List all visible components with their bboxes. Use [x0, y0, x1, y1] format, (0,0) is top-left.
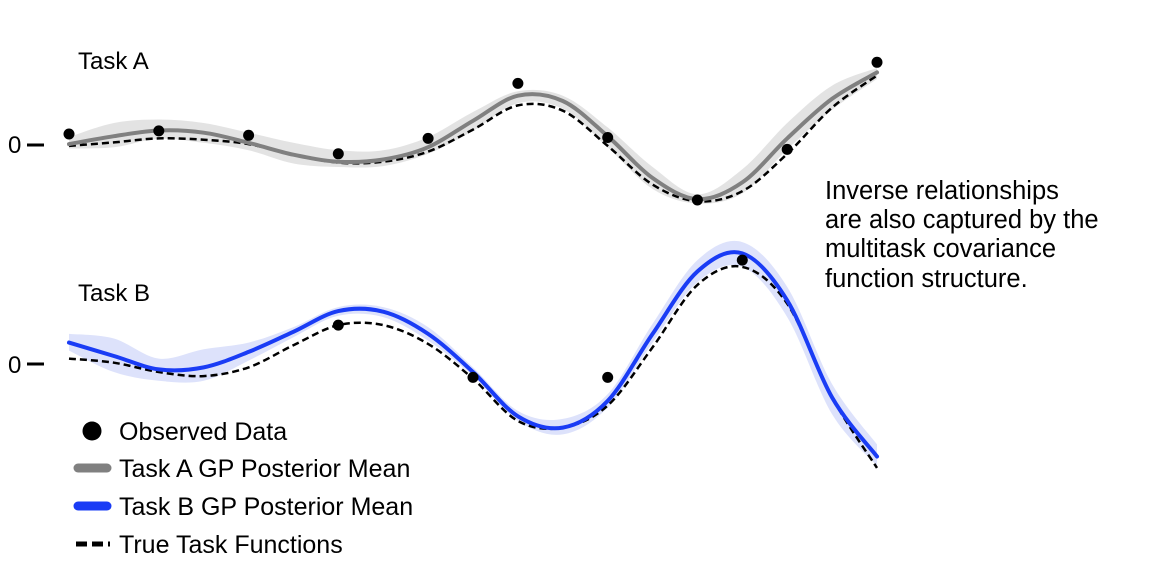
- task-b-posterior-mean-line: [67, 250, 879, 459]
- task-a-zero-tick-label: 0: [8, 132, 21, 159]
- legend-true-function-label: True Task Functions: [119, 531, 343, 559]
- task-b-observed-point: [602, 371, 614, 383]
- task-b-true-function-line: [68, 264, 879, 469]
- task-a-posterior-mean-line: [67, 70, 879, 202]
- annotation: Inverse relationships are also captured …: [825, 177, 1099, 293]
- task-a-observed-point: [512, 77, 524, 89]
- task-a-panel: Task A 0: [8, 48, 883, 206]
- legend-task-a-mean-label: Task A GP Posterior Mean: [119, 455, 410, 483]
- task-a-observed-point: [602, 132, 614, 143]
- legend-observed-label: Observed Data: [119, 418, 287, 446]
- annotation-line-4: function structure.: [825, 265, 1028, 293]
- task-a-title: Task A: [78, 48, 149, 75]
- task-a-observed-point: [781, 143, 793, 155]
- task-a-observed-point: [332, 148, 344, 160]
- task-b-observed-point: [332, 319, 344, 331]
- task-a-observed-point: [691, 194, 703, 206]
- task-a-observed-point: [153, 125, 165, 137]
- annotation-line-2: are also captured by the: [825, 206, 1099, 234]
- task-a-plot-area: [63, 56, 883, 206]
- task-b-title: Task B: [78, 280, 150, 307]
- task-b-zero-tick-label: 0: [8, 352, 21, 379]
- task-a-observed-point: [422, 132, 434, 144]
- task-b-panel: Task B 0: [8, 240, 879, 469]
- task-a-observed-point: [871, 56, 883, 68]
- legend-task-b-mean-label: Task B GP Posterior Mean: [119, 493, 413, 521]
- task-b-plot-area: [67, 240, 879, 469]
- task-a-confidence-band: [69, 68, 877, 204]
- annotation-line-3: multitask covariance: [825, 235, 1056, 263]
- legend-observed-marker: [82, 421, 102, 441]
- task-a-observed-point: [63, 128, 75, 140]
- task-b-observed-point: [467, 371, 479, 383]
- annotation-line-1: Inverse relationships: [825, 177, 1059, 205]
- legend: Observed Data Task A GP Posterior Mean T…: [73, 418, 413, 559]
- task-a-true-function-line: [68, 74, 878, 203]
- task-b-observed-point: [736, 254, 748, 266]
- task-a-observed-point: [243, 129, 255, 141]
